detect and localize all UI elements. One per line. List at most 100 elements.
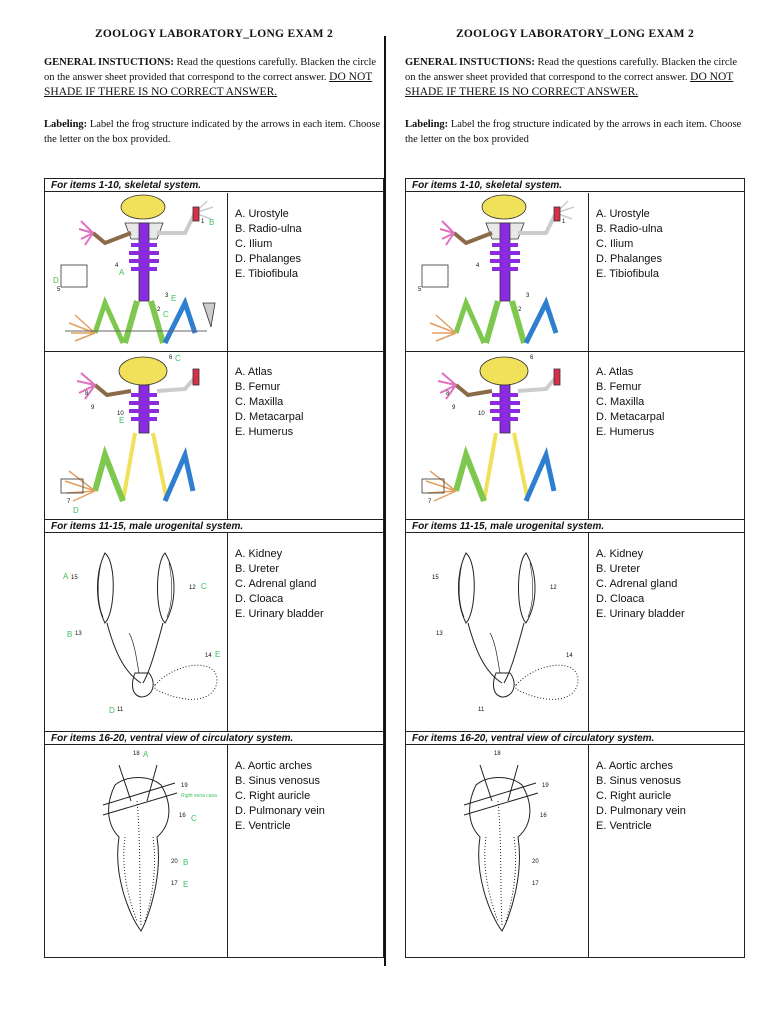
svg-text:2: 2: [518, 307, 522, 313]
answer-options: A. Kidney B. Ureter C. Adrenal gland D. …: [235, 547, 324, 622]
svg-text:9: 9: [452, 405, 456, 411]
option-c: C. Ilium: [596, 238, 634, 250]
question-row-circulatory: 18 19 16 20 17 A. Aortic arches B. Sinus…: [406, 745, 744, 957]
svg-text:3: 3: [165, 293, 169, 299]
svg-text:20: 20: [532, 859, 539, 865]
instructions-label: GENERAL INSTUCTIONS:: [405, 57, 535, 68]
option-e: E. Humerus: [596, 426, 655, 438]
option-b: B. Sinus venosus: [596, 775, 681, 787]
handwritten-note: Right vena cava: [181, 793, 217, 799]
section-header-circulatory: For items 16-20, ventral view of circula…: [406, 731, 744, 745]
svg-text:E: E: [215, 650, 220, 659]
question-row-urogenital: 15 12 13 14 11 A. Kidney B. Ureter C. Ad…: [406, 533, 744, 732]
option-c: C. Adrenal gland: [596, 578, 678, 590]
svg-text:19: 19: [181, 783, 188, 789]
option-d: D. Pulmonary vein: [596, 805, 686, 817]
frog-skeleton-figure: 6 7 8 9 10: [406, 351, 589, 519]
option-d: D. Metacarpal: [596, 411, 665, 423]
option-d: D. Phalanges: [596, 253, 663, 265]
option-b: B. Ureter: [235, 563, 280, 575]
svg-text:13: 13: [75, 631, 82, 637]
option-a: A. Urostyle: [235, 208, 289, 220]
question-table: For items 1-10, skeletal system.: [405, 178, 745, 958]
urogenital-drawing: 15 12 13 14 11: [432, 552, 579, 713]
general-instructions: GENERAL INSTUCTIONS: Read the questions …: [405, 56, 745, 100]
svg-text:19: 19: [542, 783, 549, 789]
option-b: B. Ureter: [596, 563, 641, 575]
section-header-skeletal: For items 1-10, skeletal system.: [45, 178, 383, 192]
frog-skeleton-figure: 1 2 3 4 5: [406, 193, 589, 351]
urogenital-figure: 15 12 13 14 11 A C B E D: [45, 533, 228, 731]
option-c: C. Maxilla: [596, 396, 645, 408]
svg-text:11: 11: [478, 707, 485, 713]
heart-figure: 18 19 16 20 17: [406, 745, 589, 957]
question-row-skeletal-1: 1 2 3 4 5 B C D A E A. Urostyle B. Radio…: [45, 193, 383, 352]
option-c: C. Right auricle: [235, 790, 311, 802]
option-d: D. Metacarpal: [235, 411, 304, 423]
svg-text:C: C: [163, 310, 169, 319]
column-divider: [384, 36, 386, 966]
option-a: A. Atlas: [235, 366, 273, 378]
option-a: A. Urostyle: [596, 208, 650, 220]
labeling-text: Label the frog structure indicated by th…: [405, 119, 742, 145]
answer-options: A. Kidney B. Ureter C. Adrenal gland D. …: [596, 547, 685, 622]
option-c: C. Adrenal gland: [235, 578, 317, 590]
question-row-skeletal-2: 6 7 8 9 10 C D E A. Atlas B. Femur C. Ma…: [45, 351, 383, 520]
svg-text:D: D: [109, 706, 115, 715]
option-b: B. Femur: [235, 381, 281, 393]
question-row-skeletal-2: 6 7 8 9 10 A. Atlas B. Femur C. Maxilla …: [406, 351, 744, 520]
option-b: B. Sinus venosus: [235, 775, 320, 787]
svg-text:15: 15: [71, 575, 78, 581]
svg-text:9: 9: [91, 405, 95, 411]
svg-text:15: 15: [432, 575, 439, 581]
svg-text:2: 2: [157, 307, 161, 313]
answer-options: A. Atlas B. Femur C. Maxilla D. Metacarp…: [596, 365, 664, 440]
question-row-circulatory: 18 19 16 20 17 A C B E Right vena cava A…: [45, 745, 383, 957]
section-header-circulatory: For items 16-20, ventral view of circula…: [45, 731, 383, 745]
svg-text:14: 14: [205, 653, 212, 659]
svg-text:8: 8: [85, 391, 89, 397]
frog-skeleton-figure: 6 7 8 9 10 C D E: [45, 351, 228, 519]
option-e: E. Urinary bladder: [596, 608, 685, 620]
svg-text:7: 7: [67, 499, 71, 505]
svg-text:D: D: [53, 276, 59, 285]
svg-text:10: 10: [478, 411, 485, 417]
option-c: C. Ilium: [235, 238, 273, 250]
svg-text:13: 13: [436, 631, 443, 637]
labeling-label: Labeling:: [405, 119, 449, 130]
answer-options: A. Urostyle B. Radio-ulna C. Ilium D. Ph…: [235, 207, 302, 282]
svg-text:16: 16: [540, 813, 547, 819]
svg-text:8: 8: [446, 391, 450, 397]
svg-text:6: 6: [530, 355, 534, 361]
answer-options: A. Aortic arches B. Sinus venosus C. Rig…: [235, 759, 325, 834]
exam-title: ZOOLOGY LABORATORY_LONG EXAM 2: [455, 28, 695, 40]
svg-text:C: C: [175, 354, 181, 363]
question-row-urogenital: 15 12 13 14 11 A C B E D A. Kidney B. Ur…: [45, 533, 383, 732]
option-a: A. Aortic arches: [235, 760, 313, 772]
instructions-warning: DO NOT SHADE IF THERE IS NO CORRECT ANSW…: [405, 71, 734, 98]
answer-options: A. Aortic arches B. Sinus venosus C. Rig…: [596, 759, 686, 834]
frog-skeleton-drawing: 1 2 3 4 5: [418, 194, 575, 345]
frog-skeleton-drawing: 1 2 3 4 5 B C D A E: [53, 194, 216, 345]
instructions-label: GENERAL INSTUCTIONS:: [44, 57, 174, 68]
svg-text:5: 5: [57, 287, 61, 293]
svg-text:18: 18: [494, 751, 501, 757]
svg-text:C: C: [191, 814, 197, 823]
heart-drawing: 18 19 16 20 17: [463, 751, 549, 932]
option-d: D. Cloaca: [596, 593, 645, 605]
svg-text:17: 17: [532, 881, 539, 887]
svg-text:E: E: [119, 416, 124, 425]
svg-text:B: B: [67, 630, 72, 639]
svg-text:B: B: [209, 218, 214, 227]
question-table: For items 1-10, skeletal system.: [44, 178, 384, 958]
svg-text:E: E: [171, 294, 176, 303]
general-instructions: GENERAL INSTUCTIONS: Read the questions …: [44, 56, 384, 100]
svg-text:6: 6: [169, 355, 173, 361]
option-e: E. Tibiofibula: [596, 268, 659, 280]
svg-text:D: D: [73, 506, 79, 515]
exam-title: ZOOLOGY LABORATORY_LONG EXAM 2: [94, 28, 334, 40]
instructions-text: Read the questions carefully. Blacken th…: [44, 57, 377, 83]
option-b: B. Radio-ulna: [596, 223, 663, 235]
option-e: E. Ventricle: [596, 820, 652, 832]
urogenital-drawing: 15 12 13 14 11 A C B E D: [63, 552, 220, 715]
